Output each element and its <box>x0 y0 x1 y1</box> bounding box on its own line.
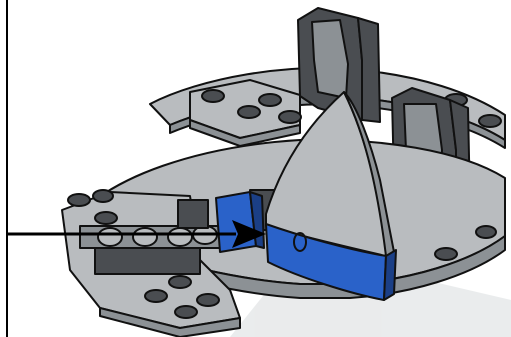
stud <box>259 94 281 106</box>
nose-blue-band-side <box>384 250 396 300</box>
brick <box>95 248 200 274</box>
stud <box>95 212 117 224</box>
hinge-ring <box>168 228 192 246</box>
stud <box>68 194 90 206</box>
stud <box>175 306 197 318</box>
stud <box>169 276 191 288</box>
seat-back-inner <box>312 20 348 98</box>
stud <box>476 226 496 238</box>
hinge-row <box>80 226 230 248</box>
stud <box>197 294 219 306</box>
stud <box>435 248 457 260</box>
seat-side <box>358 18 380 122</box>
hinge-ring <box>98 228 122 246</box>
stud <box>93 190 113 202</box>
stud <box>479 115 501 127</box>
stud <box>145 290 167 302</box>
stud <box>238 106 260 118</box>
stud <box>279 111 301 123</box>
brick <box>178 200 208 228</box>
hinge-ring <box>133 228 157 246</box>
stud <box>202 90 224 102</box>
